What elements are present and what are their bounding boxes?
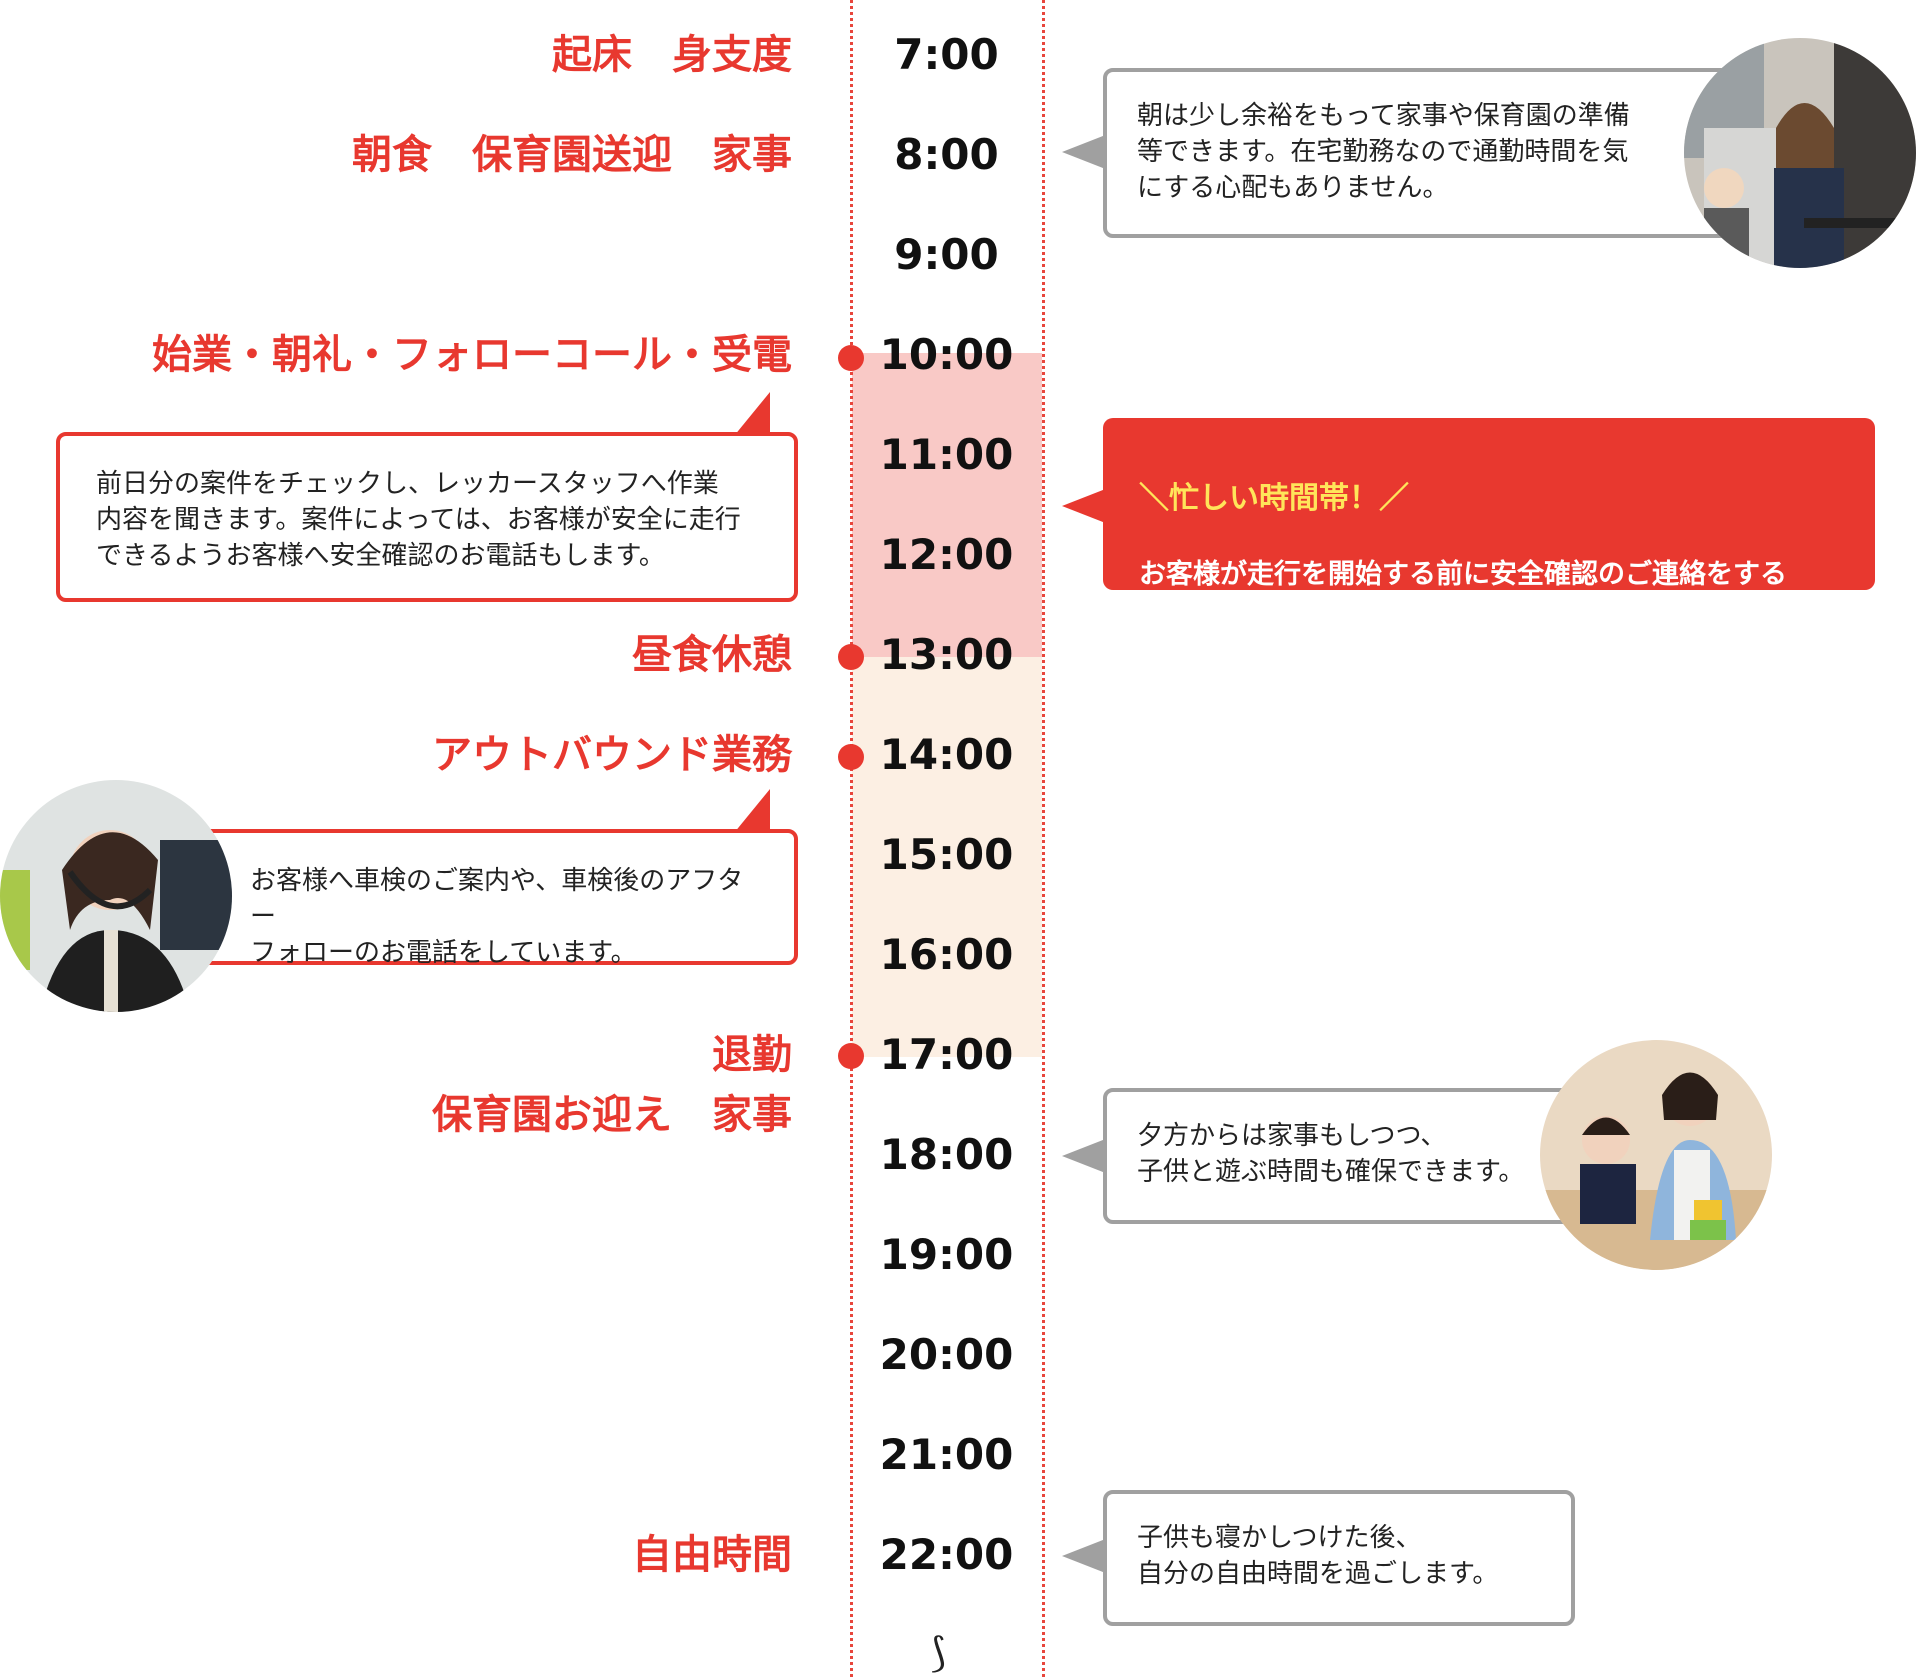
activity-leave: 退勤	[712, 1032, 792, 1078]
timeline-dot	[838, 644, 864, 670]
hour-label: 15:00	[879, 830, 1014, 879]
hour-label: 9:00	[894, 230, 999, 279]
hour-label: 21:00	[879, 1430, 1014, 1479]
activity-start-work: 始業・朝礼・フォローコール・受電	[152, 332, 792, 378]
timeline-dot	[838, 744, 864, 770]
hour-label: 13:00	[879, 630, 1014, 679]
hour-label: 8:00	[894, 130, 999, 179]
activity-free: 自由時間	[632, 1532, 792, 1578]
speech-tail	[734, 789, 770, 833]
hour-label: 17:00	[879, 1030, 1014, 1079]
timeline-line-right	[1042, 0, 1045, 1677]
activity-wake: 起床 身支度	[552, 32, 792, 78]
timeline-line-left	[850, 0, 853, 1677]
activity-pickup: 保育園お迎え 家事	[432, 1092, 792, 1138]
continuation-mark: ⟆	[930, 1630, 946, 1676]
note-night: 子供も寝かしつけた後、 自分の自由時間を過ごします。	[1103, 1490, 1575, 1626]
note-outbound: お客様へ車検のご案内や、車検後のアフター フォローのお電話をしています。	[150, 829, 798, 968]
hour-label: 14:00	[879, 730, 1014, 779]
hour-label: 10:00	[879, 330, 1014, 379]
hour-label: 19:00	[879, 1230, 1014, 1279]
activity-outbound: アウトバウンド業務	[432, 732, 792, 778]
activity-lunch: 昼食休憩	[632, 632, 792, 678]
speech-tail	[1062, 1138, 1108, 1174]
speech-tail	[1062, 1538, 1108, 1574]
activity-breakfast: 朝食 保育園送迎 家事	[352, 132, 792, 178]
hour-label: 20:00	[879, 1330, 1014, 1379]
busy-hours-band	[852, 353, 1042, 657]
hour-label: 16:00	[879, 930, 1014, 979]
work-hours-band	[852, 657, 1042, 1057]
note-busy-hours: ＼忙しい時間帯！／ お客様が走行を開始する前に安全確認のご連絡をする 必要がある…	[1103, 418, 1875, 627]
hour-label: 11:00	[879, 430, 1014, 479]
timeline-dot	[838, 345, 864, 371]
photo-mother-child-playing	[1540, 1040, 1772, 1270]
speech-tail	[1062, 134, 1108, 170]
hour-label: 7:00	[894, 30, 999, 79]
speech-tail	[734, 392, 770, 436]
hour-label: 22:00	[879, 1530, 1014, 1579]
photo-mother-bicycle	[1684, 38, 1916, 268]
note-morning: 朝は少し余裕をもって家事や保育園の準備 等できます。在宅勤務なので通勤時間を気 …	[1103, 68, 1743, 238]
timeline-dot	[838, 1043, 864, 1069]
busy-title: ＼忙しい時間帯！／	[1139, 481, 1409, 516]
note-evening: 夕方からは家事もしつつ、 子供と遊ぶ時間も確保できます。	[1103, 1088, 1603, 1224]
hour-label: 12:00	[879, 530, 1014, 579]
note-start-work: 前日分の案件をチェックし、レッカースタッフへ作業 内容を聞きます。案件によっては…	[56, 432, 798, 602]
hour-label: 18:00	[879, 1130, 1014, 1179]
busy-body: お客様が走行を開始する前に安全確認のご連絡をする 必要があるため、スピード感が重…	[1139, 559, 1787, 627]
photo-operator-headset	[0, 780, 232, 1012]
speech-tail	[1062, 488, 1108, 524]
